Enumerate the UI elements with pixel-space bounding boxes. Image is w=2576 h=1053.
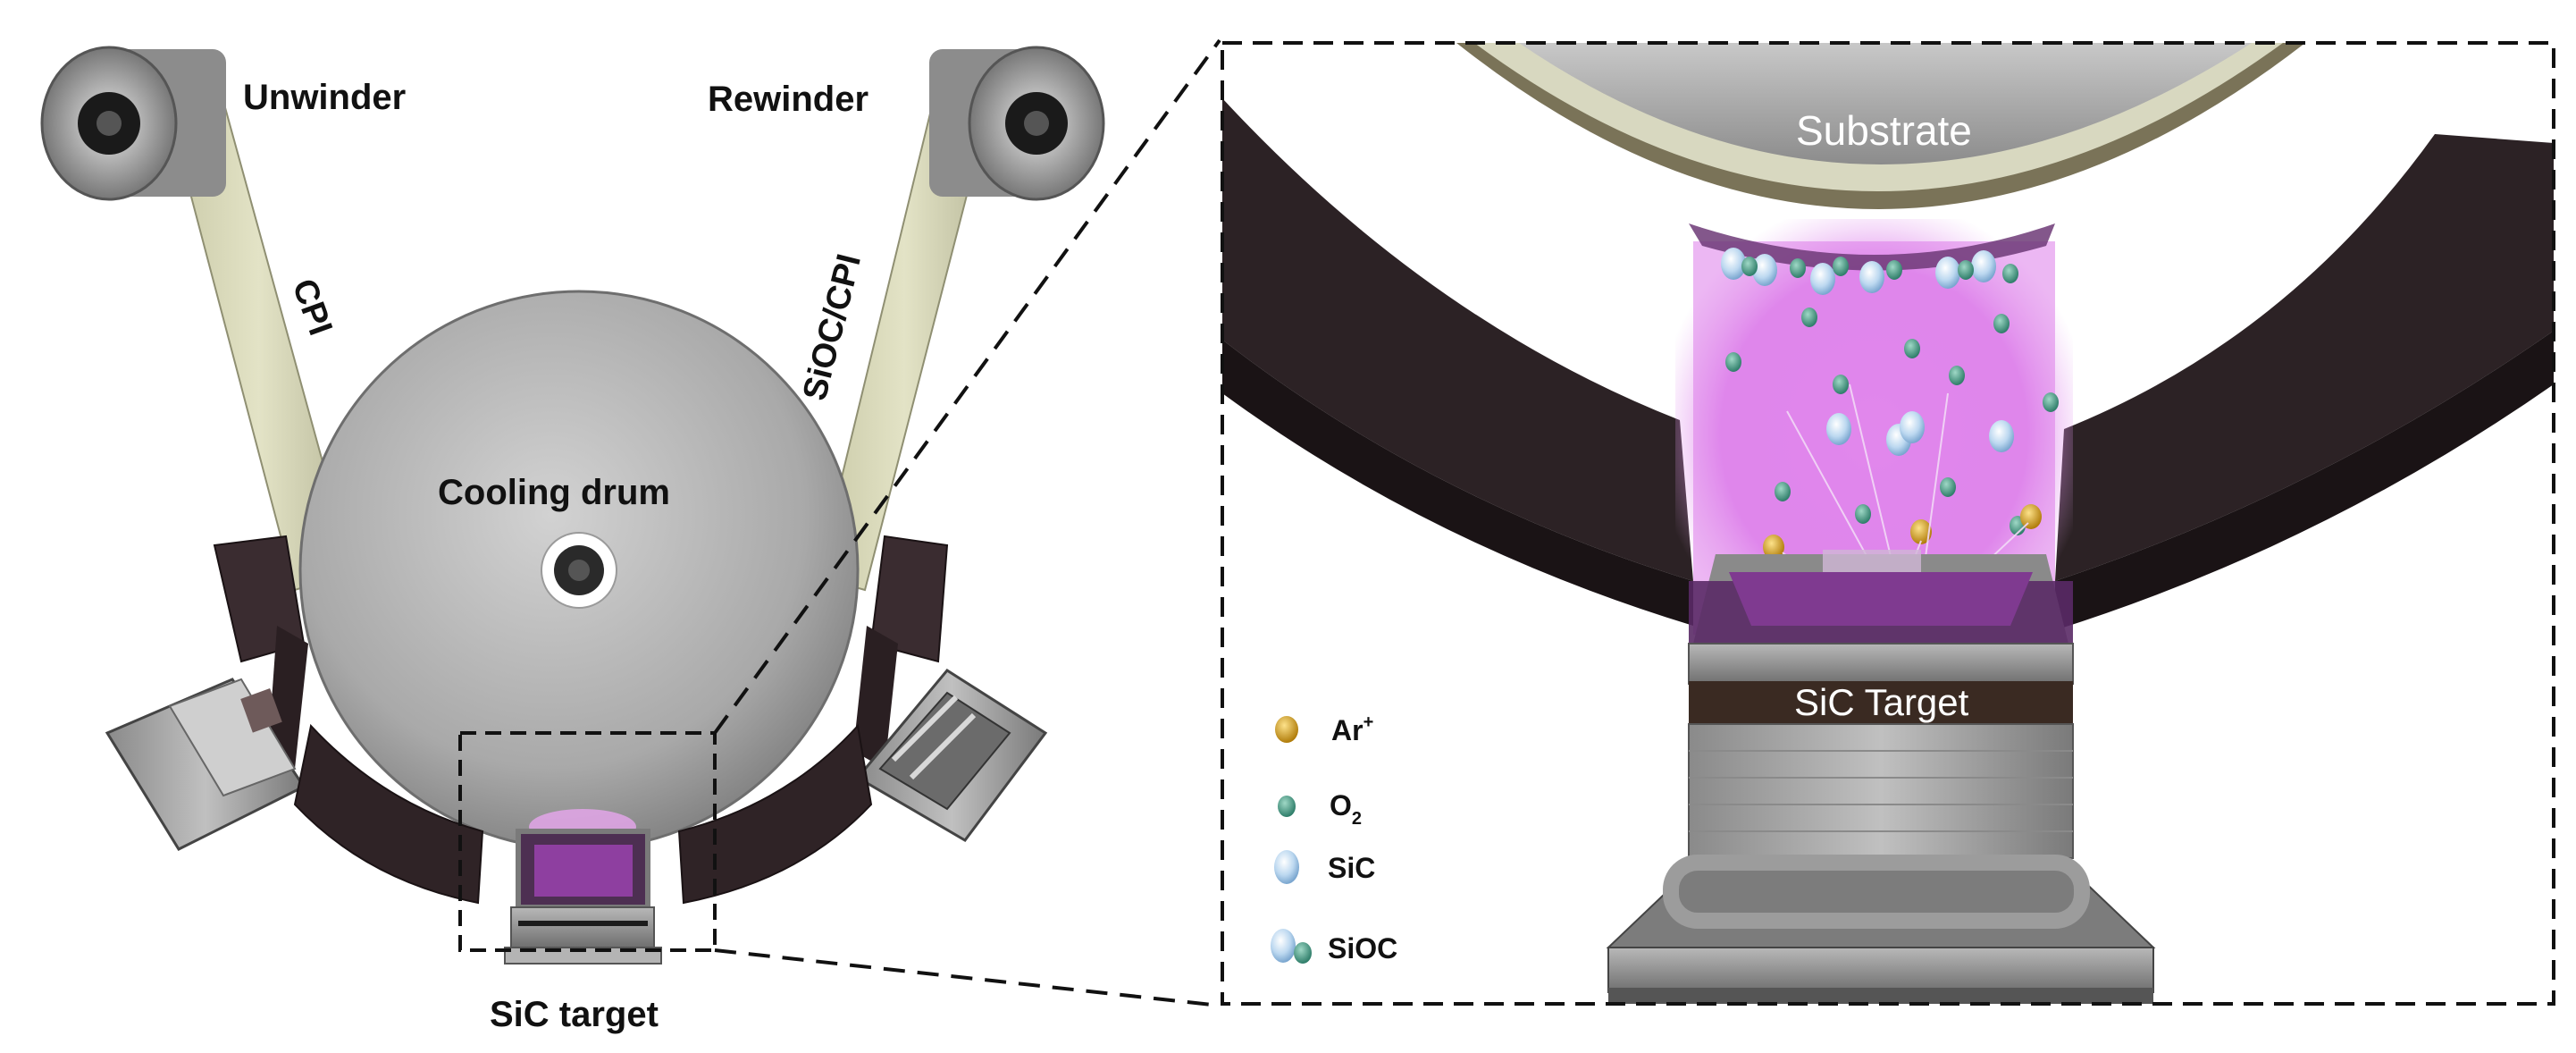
zoom-housing-right <box>2055 134 2554 581</box>
unwinder-roll <box>40 46 226 201</box>
sic-target-overview-label: SiC target <box>490 995 659 1034</box>
zoom-connector-bottom <box>714 948 1221 1007</box>
zoom-connector-top <box>713 38 1221 735</box>
legend-label-sic: SiC <box>1328 852 1375 884</box>
overview-sic-target <box>504 809 662 965</box>
overview-panel <box>40 46 1105 965</box>
ar-ion-icon <box>1275 716 1298 743</box>
bottom-housing-left <box>293 723 484 905</box>
legend-item-sic: SiC <box>1274 850 1375 884</box>
svg-text:O2: O2 <box>1330 789 1362 829</box>
sic-particle-icon <box>1274 850 1299 884</box>
zoom-panel: Ar+ O2 SiC SiOC <box>1221 41 2555 1006</box>
sic-particles <box>1721 248 2014 456</box>
cpi-label: CPI <box>285 274 340 341</box>
right-chamber-housing <box>853 535 949 769</box>
cooling-drum <box>298 290 860 851</box>
sioc-particle-icon <box>1271 929 1296 963</box>
legend-item-sioc: SiOC <box>1271 929 1397 965</box>
sioc-cpi-label: SiOC/CPI <box>796 250 868 404</box>
legend-label-o2: O <box>1330 789 1352 821</box>
rewinder-label: Rewinder <box>708 80 868 119</box>
legend-sub-o2: 2 <box>1352 809 1362 829</box>
zoom-housing-left <box>1222 98 1693 581</box>
legend-label-sioc: SiOC <box>1328 932 1397 965</box>
legend-label-ar: Ar <box>1331 714 1364 746</box>
left-sputter-source <box>105 678 306 851</box>
unwinder-label: Unwinder <box>243 78 406 117</box>
cooling-drum-label: Cooling drum <box>438 473 670 512</box>
left-chamber-housing <box>213 535 308 769</box>
rewinder-roll <box>929 46 1105 201</box>
substrate-drum <box>1456 43 2305 271</box>
zoom-sic-target <box>1606 550 2156 1004</box>
legend-item-o2: O2 <box>1278 789 1362 829</box>
o2-particles <box>1725 257 2059 535</box>
legend-sup-ar: + <box>1364 712 1374 732</box>
ar-ion-particles <box>1763 504 2042 560</box>
legend: Ar+ O2 SiC SiOC <box>1271 712 1397 965</box>
zoom-region-box <box>458 731 717 952</box>
bottom-housing-right <box>677 723 873 905</box>
legend-item-ar: Ar+ <box>1275 712 1373 746</box>
o2-molecule-icon <box>1278 796 1296 817</box>
substrate-label: Substrate <box>1796 107 1972 154</box>
sic-target-zoom-label: SiC Target <box>1794 681 1969 723</box>
zoom-panel-border <box>1221 41 2555 1006</box>
svg-text:Ar+: Ar+ <box>1331 712 1373 746</box>
right-sputter-source <box>855 669 1048 842</box>
